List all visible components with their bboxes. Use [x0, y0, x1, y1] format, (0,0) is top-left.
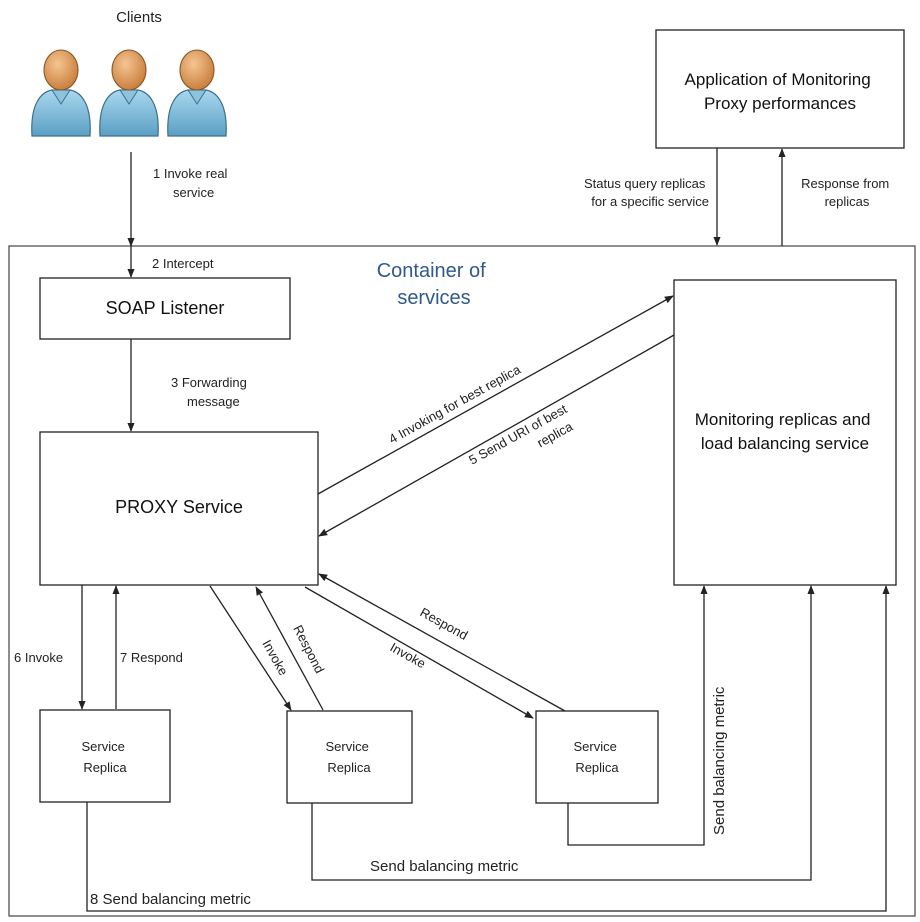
proxy-service-label: PROXY Service — [115, 497, 243, 517]
step1-label: 1 Invoke real service — [153, 166, 231, 200]
send-metric-replica-2-label: Send balancing metric — [370, 858, 519, 875]
monitoring-app-box — [655, 29, 905, 149]
send-metric-replica-2-arrow — [311, 585, 815, 881]
send-uri-best-replica-arrow — [318, 334, 675, 537]
service-replica-1-label: Service Replica — [82, 739, 129, 775]
soap-listener-label: SOAP Listener — [106, 298, 225, 318]
step8-label: 8 Send balancing metric — [90, 891, 251, 908]
respond-replica-3-label: Respond — [418, 605, 471, 643]
invoking-best-replica-arrow — [317, 295, 674, 495]
invoke-replica-3-arrow — [304, 586, 534, 719]
send-metric-replica-1-arrow — [86, 585, 890, 912]
status-query-label: Status query replicas for a specific ser… — [584, 176, 709, 209]
step6-label: 6 Invoke — [14, 650, 63, 665]
step7-label: 7 Respond — [120, 650, 183, 665]
step2-label: 2 Intercept — [152, 256, 214, 271]
service-replica-3-label: Service Replica — [574, 739, 621, 775]
client-person-icon — [31, 49, 91, 137]
services-container — [8, 245, 916, 917]
service-replica-2-box — [286, 710, 413, 804]
proxy-service-box — [39, 431, 319, 586]
monitoring-service-box — [673, 279, 897, 586]
clients-icon — [31, 49, 227, 137]
monitoring-service-label: Monitoring replicas and load balancing s… — [695, 410, 876, 453]
invoke-replica-3-label: Invoke — [388, 640, 429, 672]
container-label: Container of services — [377, 260, 492, 309]
invoke-replica-2-arrow — [209, 585, 292, 711]
service-replica-1-box — [39, 709, 171, 803]
soap-listener-box — [39, 277, 291, 340]
respond-replica-2-arrow — [255, 586, 324, 711]
monitoring-app-label: Application of Monitoring Proxy performa… — [685, 70, 876, 113]
service-replica-3-box — [535, 710, 659, 804]
send-metric-replica-3-arrow — [567, 585, 708, 846]
clients-label: Clients — [116, 9, 162, 26]
client-person-icon — [99, 49, 159, 137]
client-person-icon — [167, 49, 227, 137]
service-replica-2-label: Service Replica — [326, 739, 373, 775]
send-metric-replica-3-label: Send balancing metric — [711, 686, 728, 835]
step3-label: 3 Forwarding message — [171, 375, 251, 409]
step5-label: 5 Send URI of best replica — [466, 399, 581, 483]
respond-replica-2-label: Respond — [290, 623, 327, 676]
respond-replica-3-arrow — [318, 573, 566, 712]
response-from-replicas-label: Response from replicas — [801, 176, 893, 209]
